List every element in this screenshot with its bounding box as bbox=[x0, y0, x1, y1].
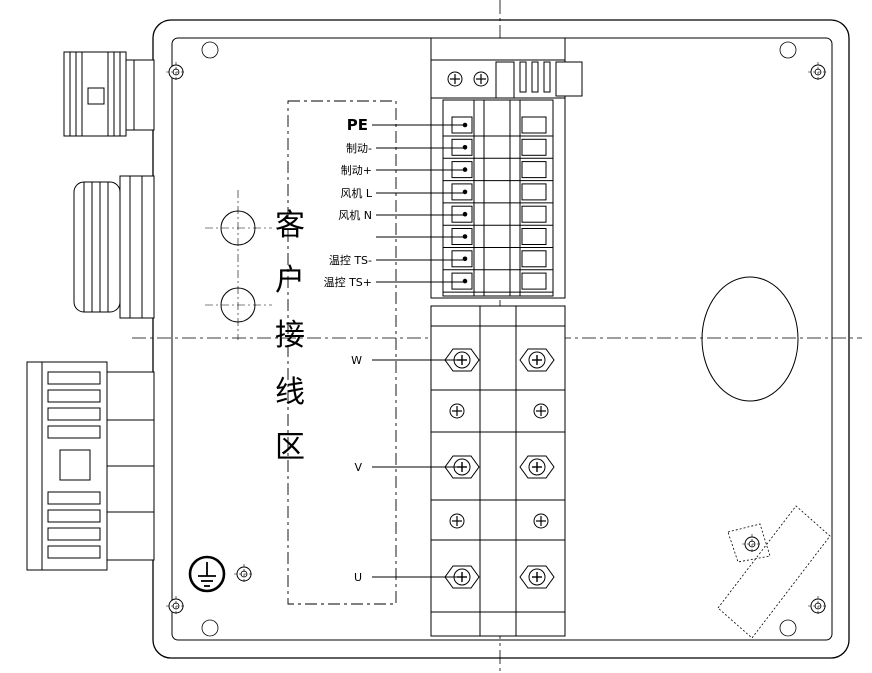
zone-label-char: 户 bbox=[275, 263, 305, 298]
screw-icon bbox=[449, 513, 465, 529]
terminal-label: PE bbox=[347, 116, 368, 134]
screw-icon bbox=[447, 71, 463, 87]
cable-gland-icon bbox=[73, 175, 155, 319]
cable-gland-icon bbox=[63, 51, 155, 137]
zone-label-char: 线 bbox=[275, 375, 305, 410]
terminal-label: 风机 N bbox=[338, 208, 372, 222]
terminal-point bbox=[462, 234, 468, 239]
terminal-label: 温控 TS+ bbox=[324, 275, 372, 289]
enclosure-outer bbox=[152, 19, 850, 659]
screw-icon bbox=[233, 563, 255, 585]
power-terminal-label: U bbox=[354, 571, 362, 584]
terminal-label: 温控 TS- bbox=[329, 253, 372, 267]
cable-entry-hole bbox=[701, 276, 799, 402]
terminal-label: 制动- bbox=[346, 142, 372, 155]
screw-icon bbox=[519, 455, 555, 479]
ground-icon bbox=[188, 555, 226, 593]
screw-icon bbox=[165, 61, 187, 83]
terminal-point bbox=[462, 278, 468, 284]
zone-label-char: 接 bbox=[275, 318, 305, 353]
customer-wiring-zone bbox=[287, 100, 397, 605]
screw-icon bbox=[533, 403, 549, 419]
terminal-point bbox=[462, 145, 468, 150]
screw-icon bbox=[519, 565, 555, 589]
power-terminal-label: W bbox=[351, 354, 362, 367]
screw-icon bbox=[165, 595, 187, 617]
power-terminal-label: V bbox=[354, 461, 362, 474]
screw-icon bbox=[533, 513, 549, 529]
mounting-bracket bbox=[717, 505, 831, 639]
zone-label-char: 区 bbox=[275, 430, 305, 465]
connector-icon bbox=[26, 361, 155, 571]
screw-icon bbox=[807, 595, 829, 617]
screw-icon bbox=[807, 61, 829, 83]
screw-icon bbox=[449, 403, 465, 419]
screw-icon bbox=[473, 71, 489, 87]
screw-icon bbox=[519, 348, 555, 372]
terminal-label: 制动+ bbox=[341, 164, 372, 177]
zone-label-char: 客 bbox=[275, 208, 305, 243]
terminal-point bbox=[462, 189, 468, 195]
terminal-point bbox=[462, 211, 468, 217]
terminal-label: 风机 L bbox=[340, 186, 372, 200]
